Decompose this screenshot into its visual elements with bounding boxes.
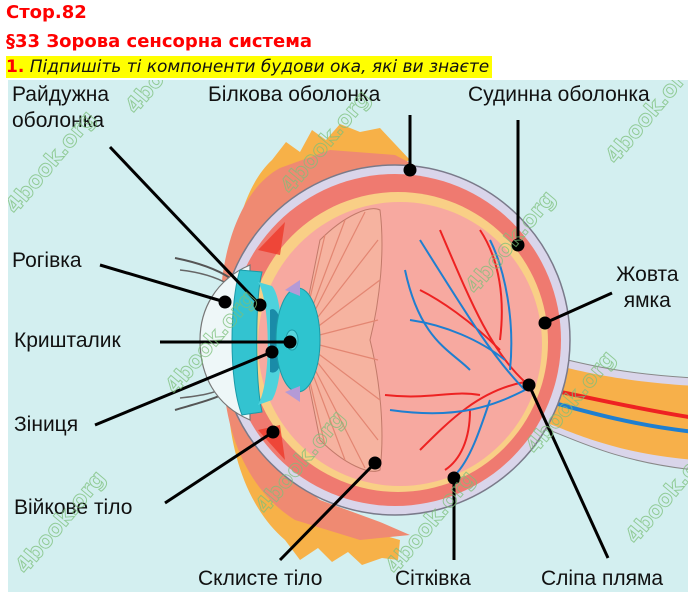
veins <box>389 239 526 476</box>
arteries <box>384 229 526 471</box>
label-vitreous-body: Склисте тіло <box>198 567 323 590</box>
label-iris-line2: оболонка <box>12 109 105 133</box>
eye-anatomy-illustration <box>94 115 688 565</box>
label-cornea: Рогівка <box>12 249 82 272</box>
task-number: 1. <box>6 57 25 77</box>
page-number: Стор.82 <box>6 2 87 23</box>
label-sclera: Білкова оболонка <box>208 83 381 106</box>
label-iris: Райдужна оболонка <box>12 82 109 135</box>
label-blind-spot: Сліпа пляма <box>541 567 664 590</box>
eyeball <box>219 164 571 516</box>
task-text: Підпишіть ті компоненти будови ока, які … <box>29 57 490 77</box>
label-macula-line1: Жовта <box>616 263 679 286</box>
section-title: §33 Зорова сенсорна система <box>6 31 313 52</box>
label-lens: Кришталик <box>14 329 121 352</box>
label-macula-line2: ямка <box>623 289 671 313</box>
label-ciliary-body: Війкове тіло <box>14 496 133 519</box>
pointer-lines <box>94 115 613 562</box>
label-macula: Жовта ямка <box>616 262 679 315</box>
label-retina: Сітківка <box>395 567 471 590</box>
task-prompt: 1. Підпишіть ті компоненти будови ока, я… <box>6 56 493 78</box>
label-choroid: Судинна оболонка <box>468 83 650 106</box>
label-iris-line1: Райдужна <box>12 83 110 106</box>
eye-diagram: Райдужна оболонка Білкова оболонка Судин… <box>8 80 688 592</box>
label-pupil: Зіниця <box>14 413 79 436</box>
